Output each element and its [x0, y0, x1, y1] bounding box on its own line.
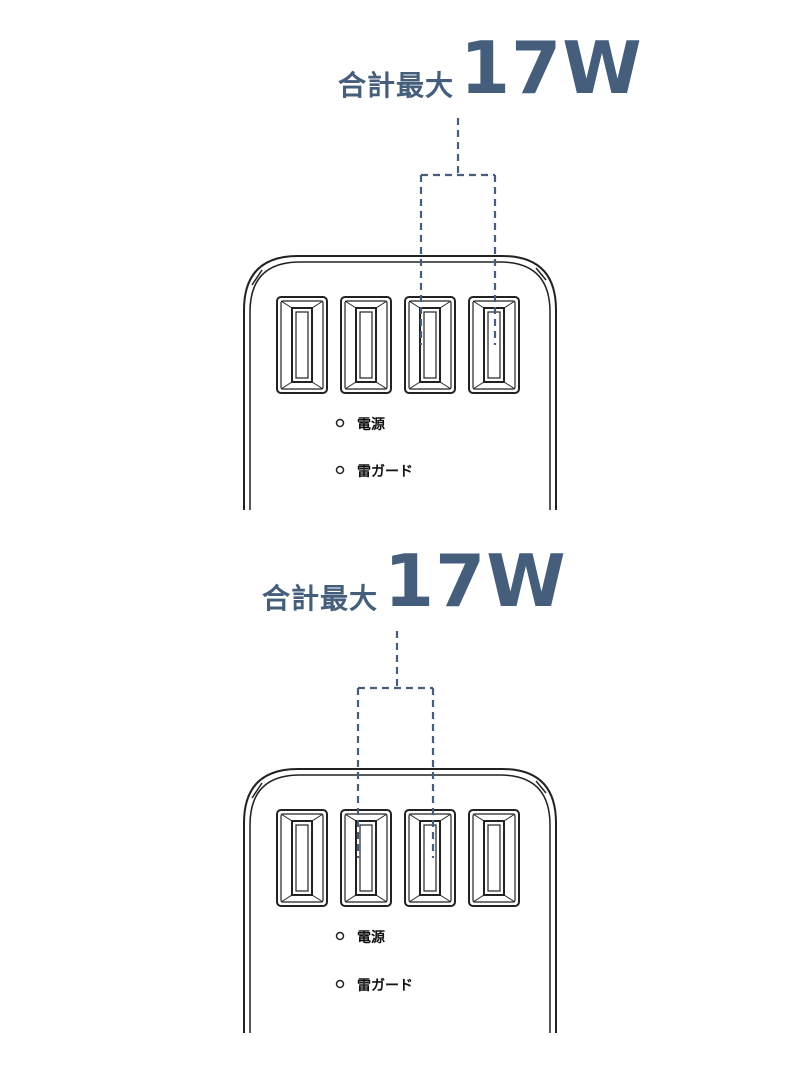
total-power-headline: 合計最大 17W [338, 20, 642, 110]
corner-seam-right [535, 267, 547, 281]
usb-port-group [276, 296, 520, 394]
strip-outline-inner [249, 261, 551, 510]
callout-bracket [419, 118, 497, 345]
power-indicator-label: 電源 [357, 417, 385, 433]
power-value: 17W [460, 26, 643, 110]
usb-port-1 [276, 809, 328, 907]
power-indicator-light [335, 931, 345, 941]
strip-outline-outer [243, 768, 557, 1033]
corner-seam-left [251, 782, 263, 799]
corner-seam-right [535, 780, 547, 794]
callout-bracket [356, 631, 435, 858]
surge-guard-indicator-light [335, 465, 345, 475]
total-max-label: 合計最大 [262, 582, 379, 615]
usb-port-group [276, 809, 520, 907]
usb-port-1 [276, 296, 328, 394]
power-indicator-label: 電源 [357, 930, 385, 946]
total-power-headline: 合計最大 17W [262, 533, 566, 623]
power-value: 17W [384, 539, 567, 623]
power-indicator-light [335, 418, 345, 428]
strip-outline-inner [249, 774, 551, 1033]
usb-port-3 [404, 809, 456, 907]
surge-guard-indicator-label: 雷ガード [357, 978, 413, 994]
panel-bottom: 合計最大 17W 電源 雷ガード [0, 513, 800, 1033]
usb-port-2 [340, 296, 392, 394]
usb-port-4 [468, 809, 520, 907]
power-strip-drawing [243, 118, 557, 510]
surge-guard-indicator-light [335, 979, 345, 989]
corner-seam-left [251, 269, 263, 286]
usb-port-2 [340, 809, 392, 907]
strip-outline-outer [243, 255, 557, 510]
panel-top: 合計最大 17W 電源 雷ガード [0, 0, 800, 520]
total-max-label: 合計最大 [338, 69, 455, 102]
surge-guard-indicator-label: 雷ガード [357, 464, 413, 480]
usb-port-3 [404, 296, 456, 394]
power-strip-drawing [243, 631, 557, 1033]
